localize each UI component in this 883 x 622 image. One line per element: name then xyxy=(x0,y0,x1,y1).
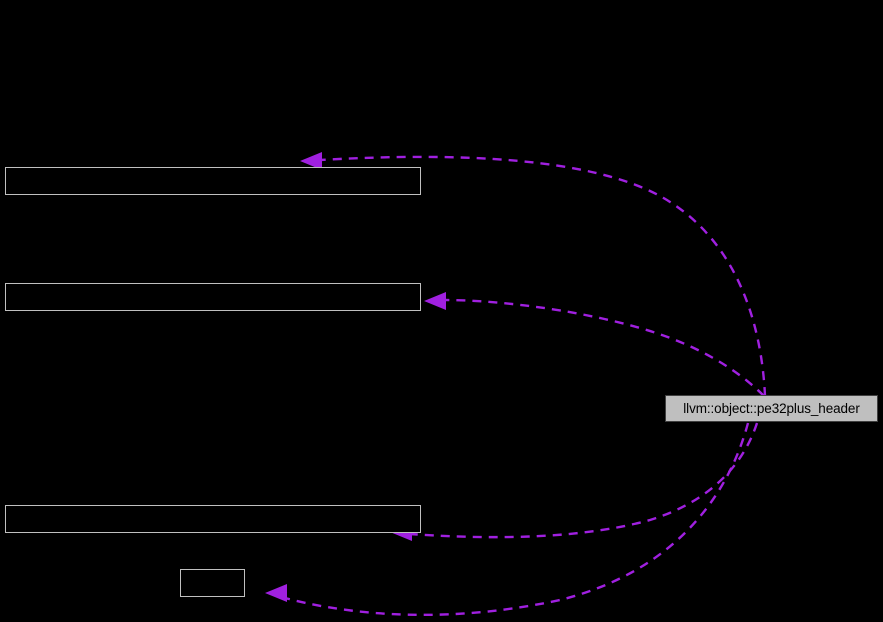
graph-edge-arrowhead-3 xyxy=(265,584,287,602)
graph-edge-arrowhead-1 xyxy=(424,292,446,310)
graph-node-1[interactable] xyxy=(5,283,421,311)
graph-edge-2 xyxy=(409,422,759,539)
graph-node-2[interactable] xyxy=(5,505,421,533)
graph-node-focus-pe32plus-header[interactable]: llvm::object::pe32plus_header xyxy=(665,395,878,422)
graph-node-3[interactable] xyxy=(180,569,245,597)
graph-edge-1 xyxy=(444,298,765,397)
graph-node-0[interactable] xyxy=(5,167,421,195)
graph-node-focus-label: llvm::object::pe32plus_header xyxy=(683,400,860,416)
